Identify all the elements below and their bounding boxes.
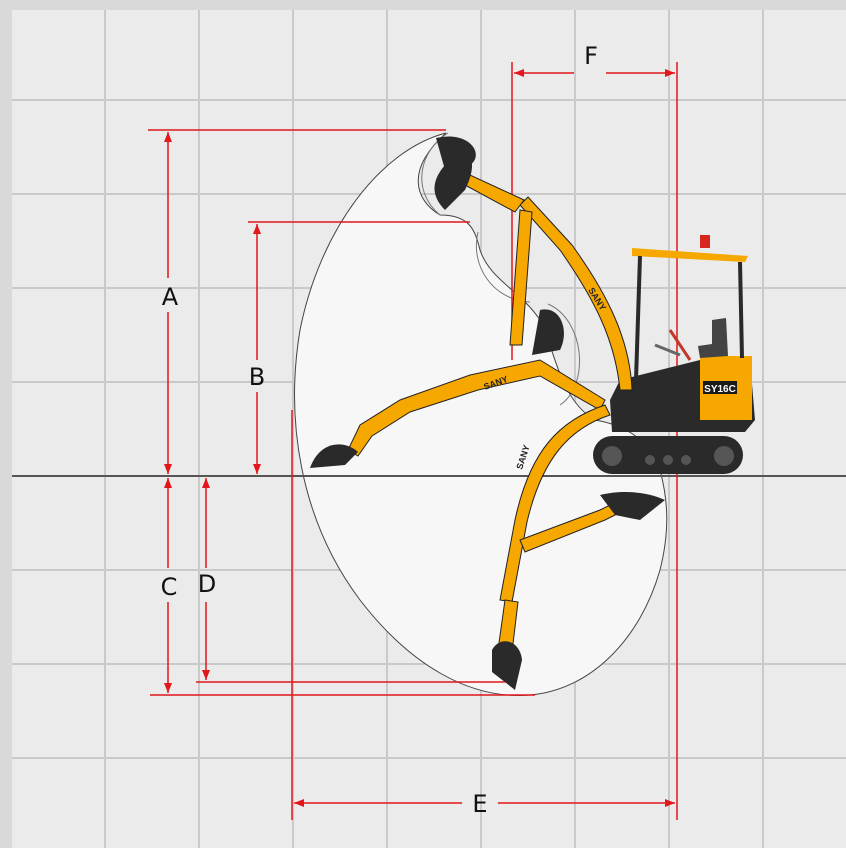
dimension-label-c: C — [161, 573, 178, 601]
envelope-inner-arc — [547, 303, 580, 406]
beacon-icon — [700, 235, 710, 248]
dimension-label-a: A — [162, 283, 179, 311]
dimension-label-d: D — [198, 570, 216, 598]
excavator-canopy-roof — [632, 248, 748, 262]
excavator-icon: SY16C SANY SANY SANY — [310, 136, 755, 690]
dimension-label-b: B — [249, 363, 265, 391]
dimension-arrowheads — [164, 69, 675, 807]
dimension-label-f: F — [584, 42, 598, 70]
working-envelope — [294, 132, 668, 696]
dimension-label-e: E — [472, 790, 487, 818]
model-decal: SY16C — [704, 384, 736, 395]
